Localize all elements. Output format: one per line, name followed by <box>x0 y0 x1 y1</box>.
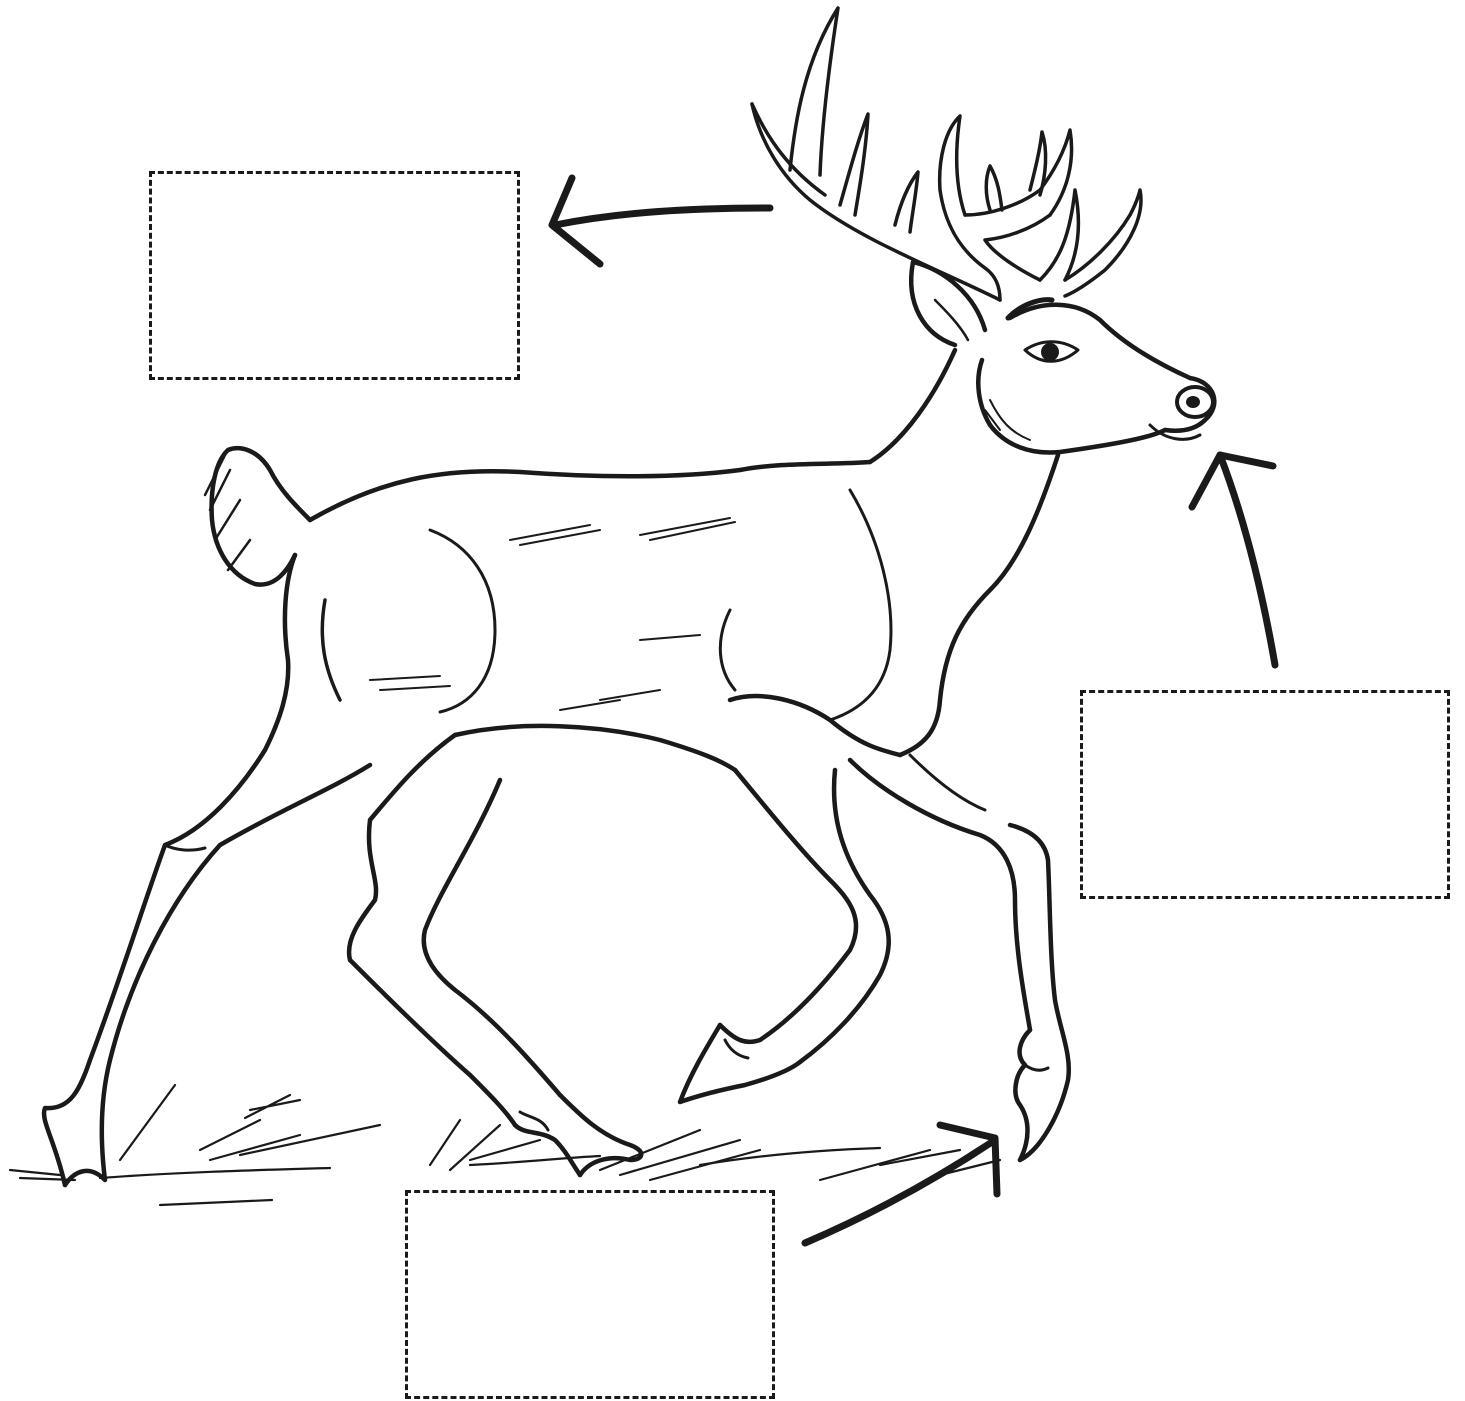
arrow-icon-nose <box>1188 451 1279 669</box>
head <box>909 259 1217 455</box>
ground-grass <box>8 1083 1002 1207</box>
body <box>203 347 1061 773</box>
label-box-hoof[interactable] <box>405 1190 775 1399</box>
hind-near-leg <box>346 732 644 1178</box>
front-raised-leg <box>677 767 891 1105</box>
deer-illustration <box>8 6 1217 1207</box>
label-box-antlers[interactable] <box>149 171 520 380</box>
label-box-nose[interactable] <box>1080 690 1450 899</box>
arrow-icon-antlers <box>548 174 774 268</box>
arrow-icon-hoof <box>801 1121 1001 1247</box>
front-planted-leg <box>847 753 1071 1163</box>
hind-far-leg <box>41 747 373 1188</box>
antlers <box>750 6 1143 302</box>
